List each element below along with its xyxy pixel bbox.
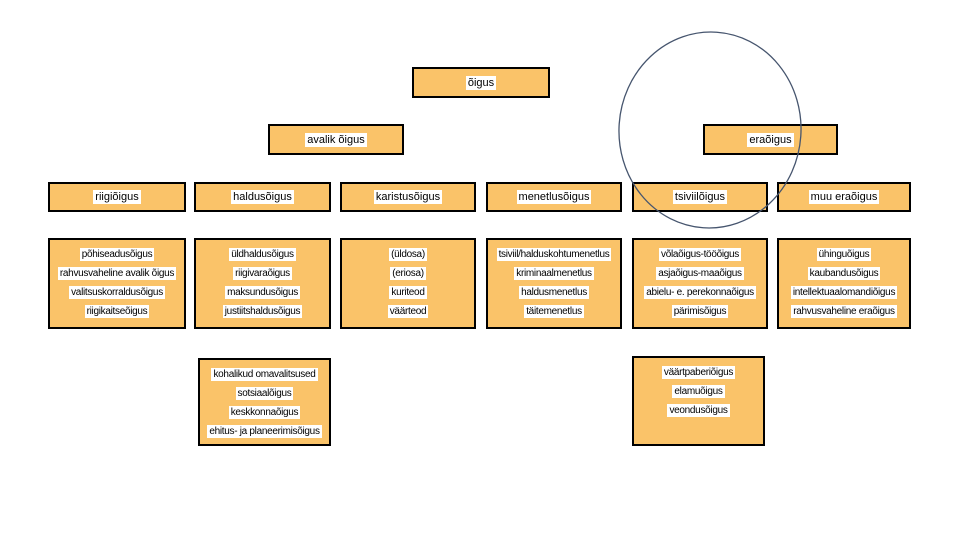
box-line: sotsiaalõigus xyxy=(200,384,329,403)
box-line: veondusõigus xyxy=(634,401,763,420)
box-line: ehitus- ja planeerimisõigus xyxy=(200,422,329,441)
box-label: haldusõigus xyxy=(231,190,294,204)
box-line: riigikaitseõigus xyxy=(50,302,184,321)
box-line: ühinguõigus xyxy=(779,245,909,264)
box-line: keskkonnaõigus xyxy=(200,403,329,422)
box-line-label: asjaõigus-maaõigus xyxy=(656,267,744,280)
box-oigus-root: õigus xyxy=(412,67,550,98)
box-label: õigus xyxy=(465,75,497,90)
box-line-label: väärteod xyxy=(387,305,429,318)
box-line-label: veondusõigus xyxy=(667,404,730,417)
box-line-label: intellektuaalomandiõigus xyxy=(790,286,898,299)
box-line-label: kriminaalmenetlus xyxy=(514,267,594,280)
box-line-label: maksundusõigus xyxy=(225,286,300,299)
box-avalik-oigus: avalik õigus xyxy=(268,124,404,155)
box-line-label: võlaõigus-tööõigus xyxy=(659,248,741,261)
box-line: pärimisõigus xyxy=(634,302,766,321)
box-line-label: haldusmenetlus xyxy=(519,286,589,299)
box-line-label: rahvusvaheline avalik õigus xyxy=(57,267,177,280)
box-line: elamuõigus xyxy=(634,382,763,401)
box-line: riigivaraõigus xyxy=(196,264,329,283)
box-muu-eraoigus-detail: ühinguõigus kaubandusõigus intellektuaal… xyxy=(777,238,911,329)
box-line: (eriosa) xyxy=(342,264,474,283)
box-menetlusoigus-detail: tsiviil/halduskohtumenetlus kriminaalmen… xyxy=(486,238,622,329)
box-karistusoigus: karistusõigus xyxy=(340,182,476,212)
box-line: rahvusvaheline avalik õigus xyxy=(50,264,184,283)
box-menetlusoigus: menetlusõigus xyxy=(486,182,622,212)
box-tsiviiloigus-detail: võlaõigus-tööõigus asjaõigus-maaõigus ab… xyxy=(632,238,768,329)
box-line: valitsuskorraldusõigus xyxy=(50,283,184,302)
box-line: põhiseadusõigus xyxy=(50,245,184,264)
box-line: väärteod xyxy=(342,302,474,321)
box-line-label: ehitus- ja planeerimisõigus xyxy=(207,425,322,438)
box-line-label: sotsiaalõigus xyxy=(235,387,294,400)
box-line: tsiviil/halduskohtumenetlus xyxy=(488,245,620,264)
box-riigioigus-detail: põhiseadusõigus rahvusvaheline avalik õi… xyxy=(48,238,186,329)
box-karistusoigus-detail: (üldosa) (eriosa) kuriteod väärteod xyxy=(340,238,476,329)
box-line: maksundusõigus xyxy=(196,283,329,302)
box-line: kuriteod xyxy=(342,283,474,302)
box-line: kohalikud omavalitsused xyxy=(200,365,329,384)
box-tsiviiloigus: tsiviilõigus xyxy=(632,182,768,212)
box-line-label: üldhaldusõigus xyxy=(229,248,296,261)
box-line-label: (eriosa) xyxy=(390,267,426,280)
box-label: avalik õigus xyxy=(305,132,367,147)
box-line-label: väärtpaberiõigus xyxy=(661,366,736,379)
box-line: rahvusvaheline eraõigus xyxy=(779,302,909,321)
box-line-label: riigivaraõigus xyxy=(233,267,292,280)
box-line: justiitshaldusõigus xyxy=(196,302,329,321)
box-line-label: keskkonnaõigus xyxy=(228,406,301,419)
box-label: tsiviilõigus xyxy=(672,190,728,204)
box-line-label: täitemenetlus xyxy=(524,305,584,318)
box-line-label: ühinguõigus xyxy=(816,248,872,261)
box-line-label: valitsuskorraldusõigus xyxy=(69,286,165,299)
box-line: kriminaalmenetlus xyxy=(488,264,620,283)
box-line-label: tsiviil/halduskohtumenetlus xyxy=(496,248,612,261)
box-muu-eraoigus: muu eraõigus xyxy=(777,182,911,212)
box-line: väärtpaberiõigus xyxy=(634,363,763,382)
box-line-label: kohalikud omavalitsused xyxy=(211,368,318,381)
box-line-label: pärimisõigus xyxy=(671,305,729,318)
box-label: karistusõigus xyxy=(373,190,443,204)
box-label: muu eraõigus xyxy=(808,190,880,204)
box-tsiviiloigus-subdetail: väärtpaberiõigus elamuõigus veondusõigus xyxy=(632,356,765,446)
box-line-label: riigikaitseõigus xyxy=(84,305,150,318)
box-line: üldhaldusõigus xyxy=(196,245,329,264)
box-line: (üldosa) xyxy=(342,245,474,264)
box-line-label: põhiseadusõigus xyxy=(79,248,155,261)
box-line: võlaõigus-tööõigus xyxy=(634,245,766,264)
box-label: menetlusõigus xyxy=(516,190,592,204)
box-riigioigus: riigiõigus xyxy=(48,182,186,212)
box-line-label: (üldosa) xyxy=(389,248,427,261)
box-haldusoigus-subdetail: kohalikud omavalitsused sotsiaalõigus ke… xyxy=(198,358,331,446)
box-eraoigus: eraõigus xyxy=(703,124,838,155)
box-line-label: kuriteod xyxy=(389,286,427,299)
box-line: intellektuaalomandiõigus xyxy=(779,283,909,302)
box-label: riigiõigus xyxy=(93,190,141,204)
box-line-label: abielu- e. perekonnaõigus xyxy=(644,286,756,299)
box-line-label: rahvusvaheline eraõigus xyxy=(791,305,897,318)
box-label: eraõigus xyxy=(747,132,794,147)
box-haldusoigus-detail: üldhaldusõigus riigivaraõigus maksundusõ… xyxy=(194,238,331,329)
box-line-label: justiitshaldusõigus xyxy=(222,305,303,318)
box-line-label: kaubandusõigus xyxy=(807,267,881,280)
box-line: asjaõigus-maaõigus xyxy=(634,264,766,283)
box-line: kaubandusõigus xyxy=(779,264,909,283)
box-haldusoigus: haldusõigus xyxy=(194,182,331,212)
box-line: haldusmenetlus xyxy=(488,283,620,302)
box-line: abielu- e. perekonnaõigus xyxy=(634,283,766,302)
box-line: täitemenetlus xyxy=(488,302,620,321)
box-line-label: elamuõigus xyxy=(672,385,725,398)
